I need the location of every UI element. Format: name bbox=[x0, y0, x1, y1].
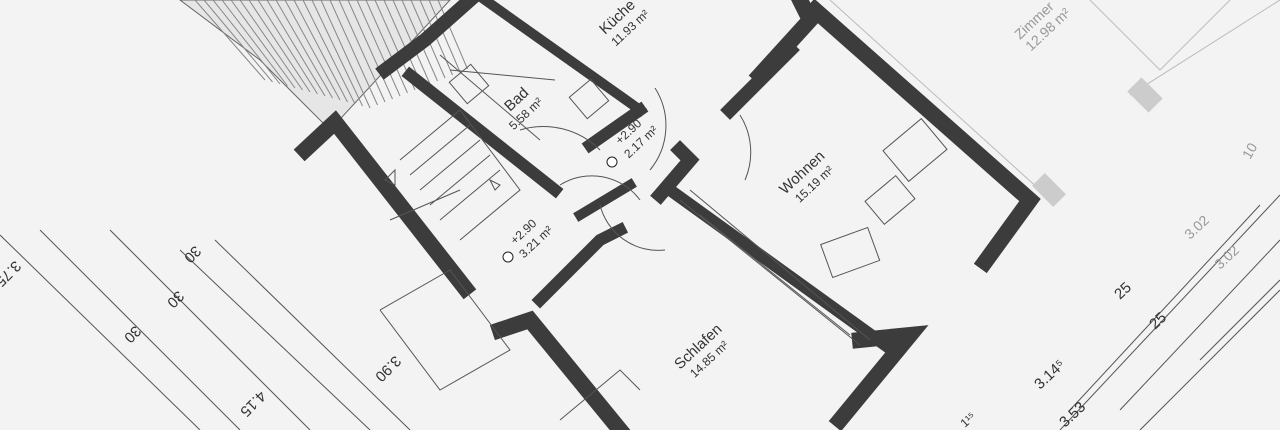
hatch-line bbox=[311, 0, 363, 107]
hatch-line bbox=[293, 0, 348, 103]
stairs bbox=[384, 109, 521, 241]
hatch-line bbox=[356, 0, 401, 97]
hatch-line bbox=[437, 0, 468, 70]
dim: 10 bbox=[1239, 140, 1261, 162]
hatch-line bbox=[248, 0, 311, 93]
hatch-line bbox=[203, 0, 273, 83]
zimmer-outline bbox=[829, 0, 1280, 207]
dimension-labels-left: 3.75 30 30 30 3.90 4.15 bbox=[0, 242, 404, 420]
dim: 3.14⁵ bbox=[1031, 356, 1068, 393]
room-label-kueche: Küche 11.93 m² bbox=[596, 0, 652, 49]
level-marker-icon bbox=[502, 251, 514, 263]
dim: 30 bbox=[163, 287, 187, 311]
dimension-lines bbox=[0, 194, 1280, 430]
hatch-line bbox=[194, 0, 266, 81]
dim: 25 bbox=[1146, 309, 1170, 333]
hatch-line bbox=[284, 0, 341, 101]
hatch-line bbox=[275, 0, 333, 99]
hatch-line bbox=[428, 0, 461, 73]
hatch-line bbox=[266, 0, 326, 97]
hatch-line bbox=[365, 0, 408, 94]
room-label-zimmer: Zimmer 12.98 m² bbox=[1011, 0, 1073, 54]
dim: 4.15 bbox=[237, 387, 270, 420]
dim: 1¹⁵ bbox=[957, 409, 978, 430]
dim: 30 bbox=[180, 242, 204, 266]
balcony-hatching bbox=[179, 0, 468, 131]
dim: 3.02 bbox=[1211, 242, 1242, 272]
dim: 3.53 bbox=[1056, 399, 1089, 430]
hatch-line bbox=[302, 0, 356, 105]
dim: 25 bbox=[1111, 279, 1135, 303]
details bbox=[379, 54, 948, 421]
hatch-line bbox=[320, 0, 371, 109]
room-label-schlafen: Schlafen 14.85 m² bbox=[671, 321, 731, 381]
hatch-line bbox=[212, 0, 281, 85]
hatch-line bbox=[347, 0, 393, 100]
hatch-line bbox=[338, 0, 386, 103]
walls bbox=[293, 0, 1041, 430]
dim: 3.75 bbox=[0, 257, 24, 290]
dim: 3.02 bbox=[1181, 212, 1212, 242]
hatch-line bbox=[257, 0, 318, 95]
hatch-line bbox=[221, 0, 288, 87]
hatch-line bbox=[230, 0, 296, 89]
level-marker-icon bbox=[606, 156, 618, 168]
dim: 3.90 bbox=[372, 352, 405, 385]
landing-label-2: +2.90 3.21 m² bbox=[507, 216, 555, 261]
room-label-wohnen: Wohnen 15.19 m² bbox=[776, 148, 836, 206]
dim: 30 bbox=[120, 322, 144, 346]
hatch-line bbox=[239, 0, 303, 91]
hatch-line bbox=[329, 0, 378, 106]
